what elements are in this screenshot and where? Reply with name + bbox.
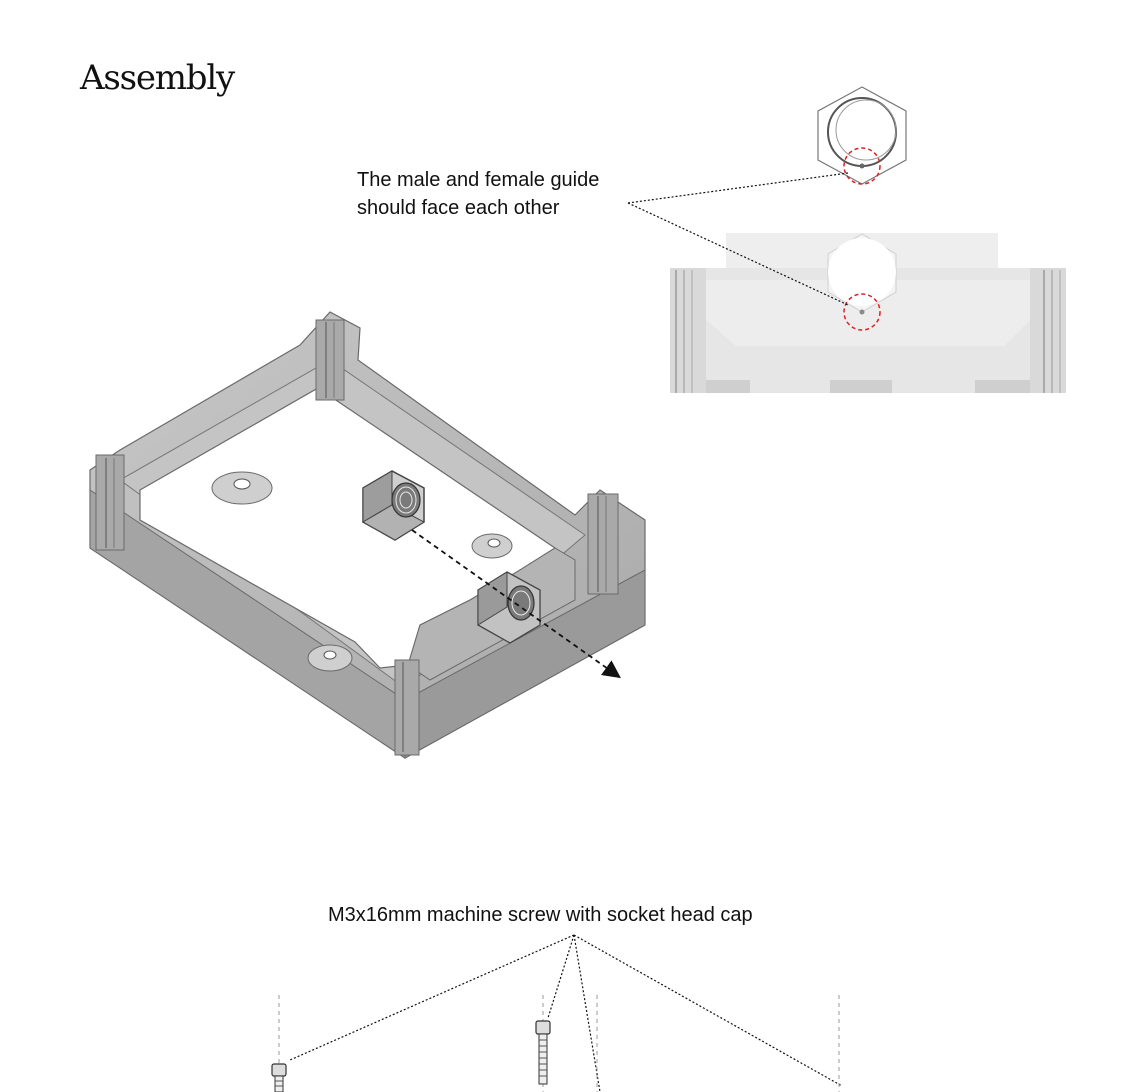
guide-leader-lines [627,172,849,306]
hex-nut-floating [361,470,426,541]
part-section-view [670,233,1066,393]
hex-nut-detail-view [817,86,907,185]
screw-callout: M3x16mm machine screw with socket head c… [328,904,753,926]
guide-callout-line-1: The male and female guide [357,169,600,191]
female-guide-highlight [843,293,881,331]
male-guide-highlight [843,147,881,185]
screw-center [535,1020,551,1085]
screw-leader-lines [289,934,843,1092]
screw-alignment-guides [278,995,840,1092]
insertion-arrow [411,529,621,679]
guide-callout: The male and female guide should face ea… [357,166,657,222]
hex-nut-seated [477,571,541,644]
screw-left [271,1063,287,1092]
frame-isometric-view [89,311,646,759]
page-title: Assembly [80,58,235,98]
guide-callout-line-2: should face each other [357,197,560,219]
